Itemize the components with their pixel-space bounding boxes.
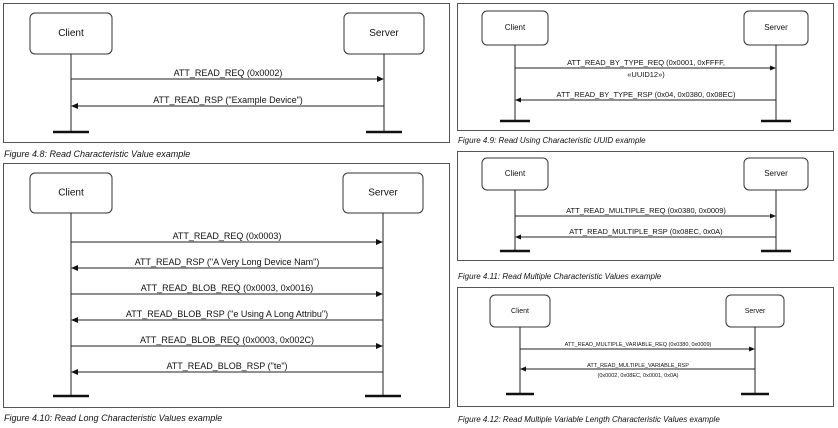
message-label: ATT_READ_BLOB_REQ (0x0003, 0x0016) <box>141 283 313 293</box>
figure-caption: Figure 4.8: Read Characteristic Value ex… <box>4 149 191 159</box>
message-label: ATT_READ_REQ (0x0002) <box>174 68 283 78</box>
arrowhead-icon <box>376 343 383 349</box>
arrowhead-icon <box>71 369 78 375</box>
figure-caption: Figure 4.9: Read Using Characteristic UU… <box>458 136 646 145</box>
arrowhead-icon <box>770 213 776 219</box>
arrowhead-icon <box>71 103 78 109</box>
arrowhead-icon <box>71 317 78 323</box>
message-label: ATT_READ_BLOB_REQ (0x0003, 0x002C) <box>140 335 314 345</box>
server-label: Server <box>764 169 788 178</box>
diagram-fig-4-10: Client Server ATT_READ_REQ (0x0003) ATT_… <box>3 163 450 408</box>
figure-caption: Figure 4.10: Read Long Characteristic Va… <box>4 413 223 423</box>
server-label: Server <box>368 188 398 199</box>
figure-caption: Figure 4.12: Read Multiple Variable Leng… <box>458 415 720 424</box>
message-label: ATT_READ_BY_TYPE_RSP (0x04, 0x0380, 0x08… <box>557 90 736 99</box>
sequence-diagram: Client Server ATT_READ_REQ (0x0002) ATT_… <box>29 12 425 134</box>
diagram-fig-4-8: Client Server ATT_READ_REQ (0x0002) ATT_… <box>3 3 450 143</box>
server-label: Server <box>745 308 766 315</box>
sequence-diagram: Client Server ATT_READ_MULTIPLE_VARIABLE… <box>489 294 785 396</box>
message-label: ATT_READ_RSP ("Example Device") <box>153 95 303 105</box>
client-label: Client <box>58 188 84 199</box>
diagram-fig-4-12: Client Server ATT_READ_MULTIPLE_VARIABLE… <box>457 287 834 407</box>
message-label: ATT_READ_MULTIPLE_REQ (0x0380, 0x0009) <box>566 206 726 215</box>
arrowhead-icon <box>376 239 383 245</box>
arrowhead-icon <box>749 346 755 352</box>
arrowhead-icon <box>71 265 78 271</box>
server-label: Server <box>369 28 399 39</box>
arrowhead-icon <box>377 76 384 82</box>
message-label: ATT_READ_BLOB_RSP ("e Using A Long Attri… <box>126 309 328 319</box>
message-label: «UUID12») <box>627 70 665 79</box>
client-label: Client <box>505 23 526 32</box>
client-label: Client <box>505 169 526 178</box>
arrowhead-icon <box>520 366 526 372</box>
message-label: ATT_READ_RSP ("A Very Long Device Nam") <box>135 257 320 267</box>
arrowhead-icon <box>376 291 383 297</box>
client-label: Client <box>58 28 84 39</box>
figure-caption: Figure 4.11: Read Multiple Characteristi… <box>458 272 662 281</box>
arrowhead-icon <box>515 97 521 103</box>
arrowhead-icon <box>770 65 776 71</box>
message-label: ATT_READ_MULTIPLE_VARIABLE_RSP <box>587 363 689 369</box>
message-label: ATT_READ_BLOB_RSP ("te") <box>166 361 287 371</box>
message-label: ATT_READ_MULTIPLE_RSP (0x08EC, 0x0A) <box>569 227 723 236</box>
message-label: ATT_READ_MULTIPLE_VARIABLE_REQ (0x0380, … <box>565 342 712 348</box>
sequence-diagram: Client Server ATT_READ_MULTIPLE_REQ (0x0… <box>481 157 809 253</box>
client-label: Client <box>511 308 529 315</box>
sequence-diagram: Client Server ATT_READ_BY_TYPE_REQ (0x00… <box>481 10 809 123</box>
message-label: ATT_READ_REQ (0x0003) <box>173 231 282 241</box>
server-label: Server <box>764 23 788 32</box>
message-label: (0x0002, 0x08EC, 0x0001, 0x0A) <box>597 373 678 379</box>
diagram-fig-4-11: Client Server ATT_READ_MULTIPLE_REQ (0x0… <box>457 151 834 261</box>
sequence-diagram: Client Server ATT_READ_REQ (0x0003) ATT_… <box>29 172 424 398</box>
arrowhead-icon <box>515 234 521 240</box>
diagram-fig-4-9: Client Server ATT_READ_BY_TYPE_REQ (0x00… <box>457 3 834 131</box>
message-label: ATT_READ_BY_TYPE_REQ (0x0001, 0xFFFF, <box>567 58 725 67</box>
